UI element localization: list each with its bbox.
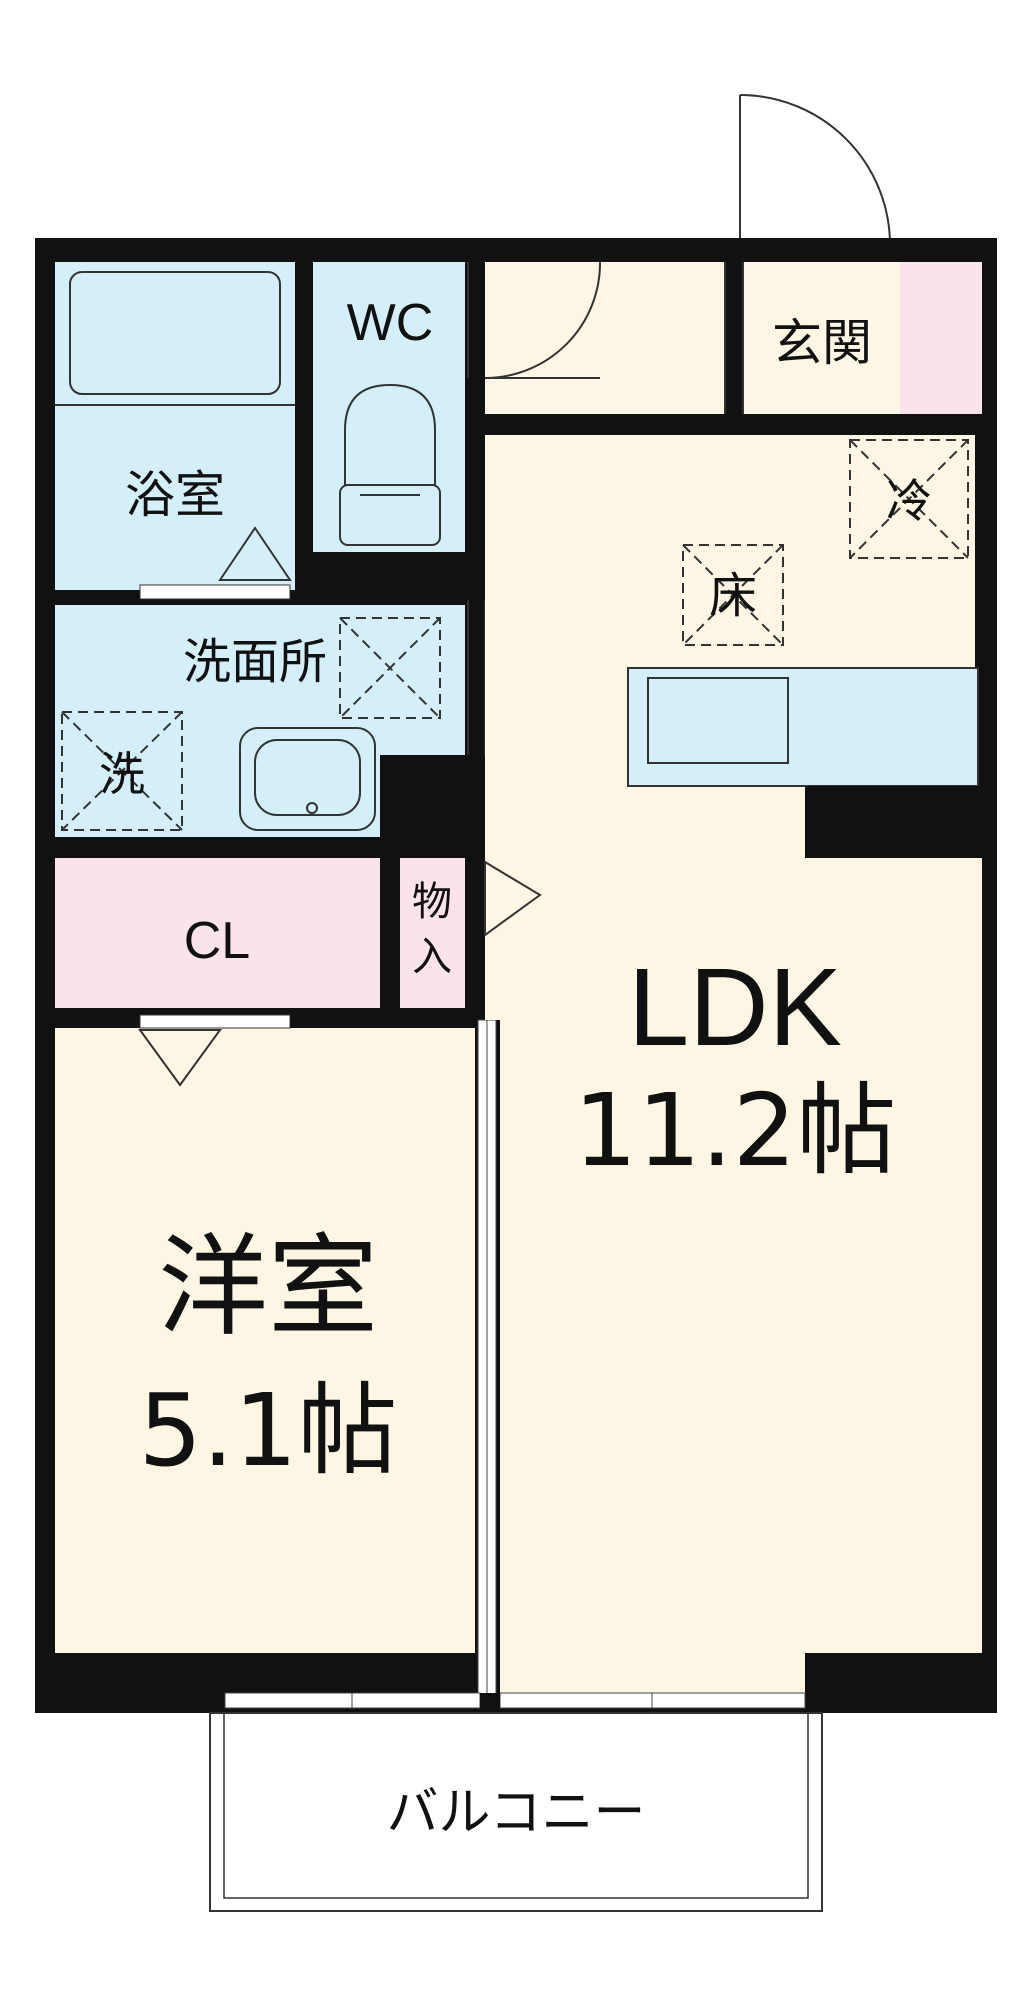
bathtub-icon [69, 271, 281, 395]
label-small-storage-bottom: 入 [412, 934, 452, 980]
closet-floor [55, 858, 380, 1008]
label-bathroom: 浴室 [125, 466, 225, 524]
label-entrance: 玄関 [772, 314, 872, 372]
kitchen-counter-icon [627, 667, 979, 787]
label-washer: 洗 [99, 747, 145, 801]
bathroom-floor [55, 262, 295, 590]
label-ldk-name: LDK [628, 946, 842, 1069]
balcony-door-post [480, 1693, 500, 1713]
label-ldk-size: 11.2帖 [574, 1072, 897, 1189]
label-floor-storage: 床 [709, 568, 757, 624]
washbasin-icon [239, 727, 376, 831]
label-small-storage-top: 物 [412, 879, 452, 925]
label-western-room-size: 5.1帖 [138, 1372, 397, 1489]
label-toilet: WC [347, 294, 434, 352]
western-room-floor [55, 1028, 475, 1653]
washroom-pillar [380, 755, 485, 855]
hall-door-swing [484, 261, 602, 379]
closet-door-icon [138, 1029, 222, 1087]
bathroom-door-icon [218, 526, 292, 581]
shoe-storage [900, 262, 982, 414]
entrance-floor [743, 262, 900, 414]
kitchen-pillar [805, 786, 982, 858]
balcony-area [209, 1712, 823, 1912]
entrance-door-swing [739, 94, 891, 246]
label-refrigerator: 冷 [886, 474, 932, 528]
washer-space-icon [61, 711, 183, 831]
ldk-door-swing [484, 860, 542, 937]
label-balcony: バルコニー [387, 1783, 646, 1843]
small-storage-floor [400, 858, 465, 1008]
washroom-storage-icon [339, 617, 441, 719]
floor-storage-icon [682, 544, 784, 646]
label-washroom: 洗面所 [183, 634, 327, 690]
hallway-floor [485, 262, 725, 414]
refrigerator-space-icon [849, 439, 969, 559]
toilet-icon [339, 383, 441, 546]
label-western-room-name: 洋室 [158, 1223, 378, 1351]
label-closet: CL [184, 912, 250, 970]
